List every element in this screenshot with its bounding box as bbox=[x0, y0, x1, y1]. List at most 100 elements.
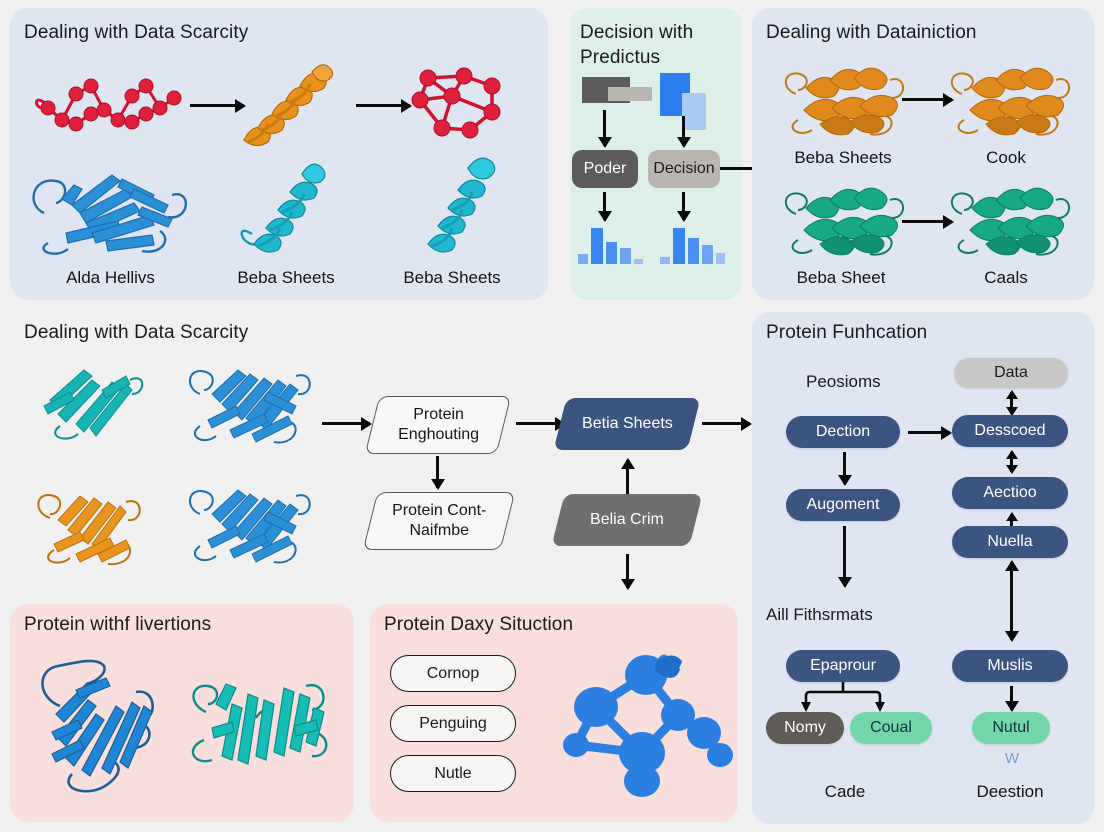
node-coual[interactable]: Coual bbox=[850, 712, 932, 744]
arrow-top-right-1 bbox=[902, 98, 952, 101]
teal-ribbon-fold-icon-1 bbox=[785, 187, 904, 256]
arrow-middle-down-2 bbox=[626, 554, 629, 588]
arrow-middle-up-1 bbox=[626, 460, 629, 494]
node-nomy[interactable]: Nomy bbox=[766, 712, 844, 744]
watermark-label: W bbox=[1004, 750, 1020, 767]
option-cornop[interactable]: Cornop bbox=[390, 655, 516, 692]
arrow-dection-augoment bbox=[843, 452, 846, 484]
panel-right-title: Protein Funhcation bbox=[766, 322, 928, 343]
blue-beta-barrel-icon bbox=[32, 174, 187, 255]
caption-deestion: Deestion bbox=[976, 782, 1044, 801]
caption-top-left-1: Alda Hellivs bbox=[66, 268, 155, 287]
caption-top-right-3: Beba Sheet bbox=[796, 268, 886, 287]
teal-ribbon-fold-icon-2 bbox=[951, 187, 1070, 256]
node-muslis[interactable]: Muslis bbox=[952, 650, 1068, 682]
arrow-muslis-to-nuella bbox=[1010, 562, 1013, 624]
node-protein-enghouting[interactable]: Protein Enghouting bbox=[364, 396, 512, 454]
arrow-data-desscoed bbox=[1010, 392, 1013, 414]
panel-top-middle-title-line1: Decision with bbox=[580, 22, 694, 43]
arrow-top-left-2 bbox=[356, 104, 410, 107]
label-aill-fithsrmats: Aill Fithsrmats bbox=[766, 605, 873, 624]
caption-top-left-2: Beba Sheets bbox=[237, 268, 335, 287]
bar bbox=[660, 257, 670, 264]
bar bbox=[591, 228, 603, 264]
node-belia-crim[interactable]: Belia Crim bbox=[551, 494, 703, 546]
bar bbox=[620, 248, 631, 264]
branch-connector-epaprour bbox=[801, 682, 885, 712]
swatch-right-light bbox=[682, 93, 706, 130]
arrow-middle-1 bbox=[322, 422, 370, 425]
panel-top-middle-title-line2: Predictus bbox=[580, 47, 661, 68]
arrow-top-left-1 bbox=[190, 104, 244, 107]
blue-beta-barrel-icon-bl bbox=[41, 659, 154, 793]
panel-top-right-title: Dealing with Datainiction bbox=[766, 22, 977, 43]
watermark-icon: W bbox=[1000, 750, 1024, 772]
orange-beta-sheet-icon bbox=[37, 493, 141, 566]
teal-beta-barrel-icon-bl bbox=[191, 683, 328, 765]
panel-top-left-title: Dealing with Data Scarcity bbox=[24, 22, 249, 43]
arrow-top-right-2 bbox=[902, 220, 952, 223]
node-protein-cont-line1: Protein Cont- bbox=[391, 502, 487, 520]
panel-bottom-left-title: Protein withf livertions bbox=[24, 614, 212, 635]
option-penguing[interactable]: Penguing bbox=[390, 705, 516, 742]
teal-beta-sheet-icon bbox=[43, 369, 144, 440]
arrow-dection-to-desscoed bbox=[908, 431, 950, 434]
caption-top-right-1: Beba Sheets bbox=[794, 148, 892, 167]
blue-beta-barrel-icon-m1 bbox=[189, 369, 311, 444]
arrow-augoment-down bbox=[843, 526, 846, 586]
arrow-poder-down bbox=[603, 192, 606, 220]
node-protein-enghouting-line2: Enghouting bbox=[397, 426, 479, 443]
node-augoment[interactable]: Augoment bbox=[786, 489, 900, 521]
arrow-aectioo-nuella bbox=[1010, 514, 1013, 534]
node-desscoed[interactable]: Desscoed bbox=[952, 415, 1068, 447]
blue-ball-stick-molecule-icon bbox=[563, 654, 733, 797]
bar-chart-right bbox=[660, 228, 725, 264]
node-protein-enghouting-line1: Protein bbox=[412, 406, 464, 424]
panel-middle-title: Dealing with Data Scarcity bbox=[24, 322, 249, 343]
node-decision[interactable]: Decision bbox=[648, 150, 720, 188]
node-data[interactable]: Data bbox=[954, 358, 1068, 388]
node-dection[interactable]: Dection bbox=[786, 416, 900, 448]
node-epaprour[interactable]: Epaprour bbox=[786, 650, 900, 682]
blue-beta-barrel-icon-m2 bbox=[189, 489, 311, 564]
bar bbox=[673, 228, 685, 264]
node-aectioo[interactable]: Aectioo bbox=[952, 477, 1068, 509]
node-belia-crim-label: Belia Crim bbox=[590, 511, 664, 529]
cyan-alpha-helix-icon-b bbox=[427, 157, 496, 253]
bar bbox=[634, 259, 643, 264]
arrow-middle-3 bbox=[702, 422, 750, 425]
option-nutle[interactable]: Nutle bbox=[390, 755, 516, 792]
bar bbox=[716, 253, 725, 264]
arrow-desscoed-aectioo bbox=[1010, 452, 1013, 472]
arrow-muslis-to-nutul bbox=[1010, 686, 1013, 710]
node-poder[interactable]: Poder bbox=[572, 150, 638, 188]
cyan-alpha-helix-icon-a bbox=[240, 163, 326, 253]
caption-top-right-4: Caals bbox=[984, 268, 1028, 287]
bar-chart-left bbox=[578, 228, 643, 264]
bar bbox=[702, 245, 713, 264]
orange-alpha-helix-icon bbox=[243, 64, 334, 147]
node-betia-sheets[interactable]: Betia Sheets bbox=[553, 398, 701, 450]
node-nutul[interactable]: Nutul bbox=[972, 712, 1050, 744]
arrow-top-middle-left-down bbox=[603, 110, 606, 146]
node-protein-cont-line2: Naifmbe bbox=[409, 522, 469, 539]
orange-ribbon-fold-icon-1 bbox=[785, 67, 904, 136]
arrow-middle-down-1 bbox=[436, 456, 439, 488]
red-ball-stick-cage-icon bbox=[411, 67, 501, 139]
bar bbox=[688, 238, 699, 264]
bar bbox=[578, 254, 588, 264]
arrow-decision-down bbox=[682, 192, 685, 220]
red-ball-stick-chain-icon bbox=[35, 78, 182, 132]
node-protein-cont-naifmbe[interactable]: Protein Cont- Naifmbe bbox=[362, 492, 516, 550]
caption-top-right-2: Cook bbox=[986, 148, 1026, 167]
panel-top-left bbox=[10, 8, 548, 300]
arrow-middle-2 bbox=[516, 422, 564, 425]
caption-top-left-3: Beba Sheets bbox=[403, 268, 501, 287]
bar bbox=[606, 242, 617, 264]
panel-bottom-middle-title: Protein Daxy Situction bbox=[384, 614, 574, 635]
node-betia-sheets-label: Betia Sheets bbox=[581, 415, 673, 433]
caption-cade: Cade bbox=[824, 782, 866, 801]
arrow-to-muslis bbox=[1010, 600, 1013, 640]
node-nuella[interactable]: Nuella bbox=[952, 526, 1068, 558]
label-peosioms: Peosioms bbox=[806, 372, 881, 391]
